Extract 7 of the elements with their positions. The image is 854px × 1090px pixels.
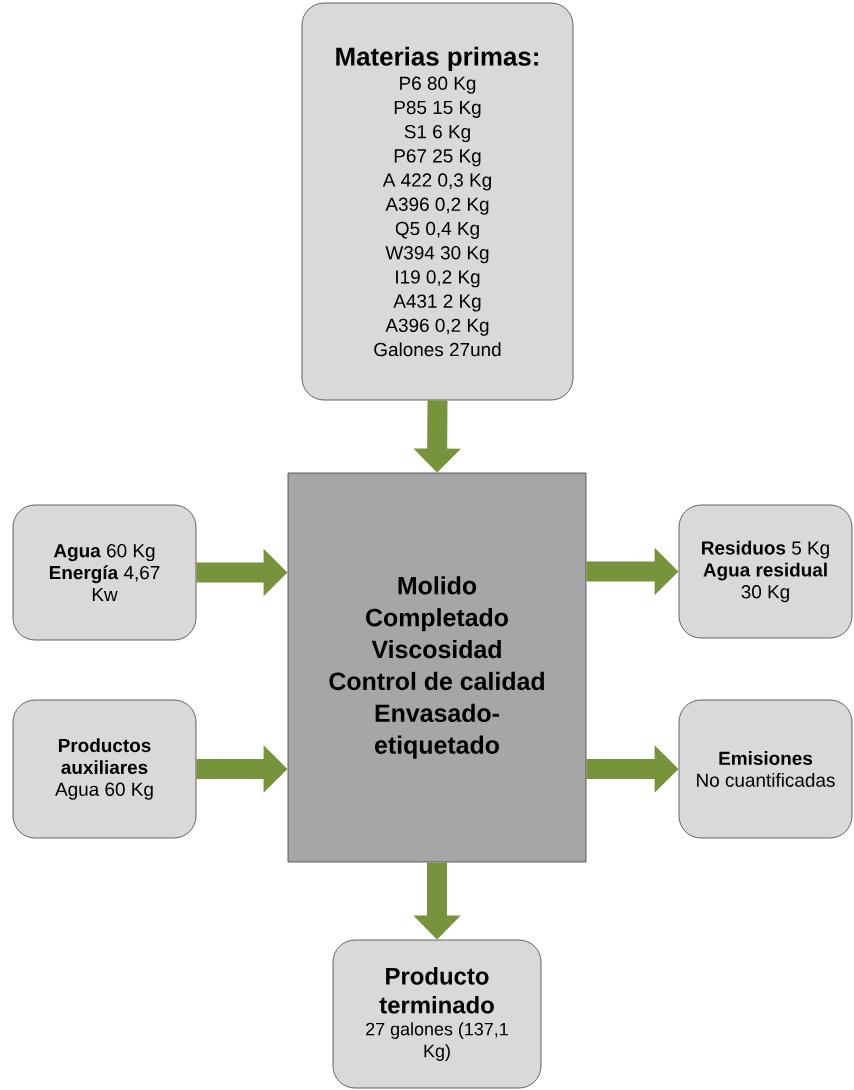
output-box: Residuos 5 Kg Agua residual 30 Kg	[678, 504, 853, 639]
materials-box: Materias primas: P6 80 Kg P85 15 Kg S1 6 Kg P67 25 Kg A 422 0,3 Kg A396 0,2 Kg Q5 0,4 Kg W394 30 Kg I19 0,2 Kg A431 2 Kg A396 0,2 Kg Galones 27und	[301, 2, 574, 401]
product-box: Producto terminado 27 galones (137,1 Kg)	[332, 939, 542, 1089]
input-box: Agua 60 Kg Energía 4,67 Kw	[12, 504, 197, 641]
output-box: Emisiones No cuantificadas	[678, 699, 853, 839]
process-box: Molido Completado Viscosidad Control de calidad Envasado-etiquetado	[287, 472, 587, 863]
input-box: Productos auxiliares Agua 60 Kg	[12, 699, 197, 839]
